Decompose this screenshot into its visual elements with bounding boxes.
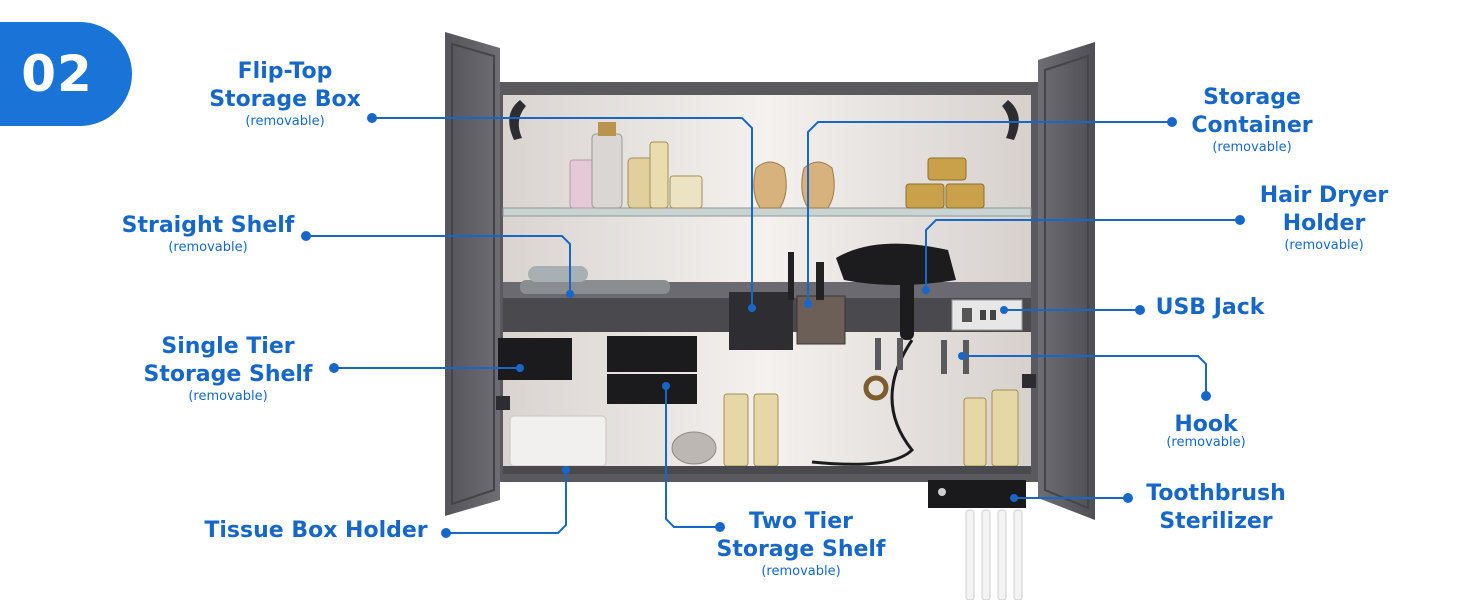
glass-shelf — [502, 207, 1032, 217]
leader-dot-straight-shelf — [566, 290, 574, 298]
label-title: Flip-Top Storage Box — [209, 59, 361, 112]
callout-lines — [306, 117, 1240, 534]
leader-dot-hair-dryer — [1235, 215, 1245, 225]
leader-dot-storage-container — [1167, 117, 1177, 127]
label-two-tier-storage-shelf: Two Tier Storage Shelf (removable) — [706, 508, 896, 580]
label-straight-shelf: Straight Shelf (removable) — [112, 212, 304, 256]
label-title: Hair Dryer Holder — [1259, 183, 1389, 236]
label-title: Single Tier Storage Shelf — [143, 334, 313, 387]
removable-note: (removable) — [761, 564, 841, 579]
step-badge: 02 — [0, 22, 132, 126]
label-single-tier-storage-shelf: Single Tier Storage Shelf (removable) — [130, 333, 326, 405]
leader-dot-single-tier — [329, 363, 339, 373]
label-title: USB Jack — [1155, 295, 1265, 320]
removable-note: (removable) — [1212, 140, 1292, 155]
two-tier-shelf — [607, 336, 697, 372]
leader-dot-tissue-box — [562, 466, 570, 474]
leader-line-hook — [962, 355, 1207, 396]
tissue-box — [509, 415, 607, 467]
leader-line-straight-shelf — [306, 235, 571, 294]
hair-dryer — [836, 243, 956, 285]
label-flip-top-storage-box: Flip-Top Storage Box (removable) — [205, 58, 365, 130]
removable-note: (removable) — [1166, 435, 1246, 450]
leader-dot-usb-jack — [1000, 306, 1008, 314]
label-hair-dryer-holder: Hair Dryer Holder (removable) — [1244, 182, 1404, 254]
leader-dot-usb-jack — [1135, 305, 1145, 315]
leader-dot-tissue-box — [441, 528, 451, 538]
leader-line-tissue-box — [446, 470, 567, 534]
label-title: Storage Container — [1191, 85, 1313, 138]
leader-dot-storage-container — [804, 300, 812, 308]
removable-note: (removable) — [168, 240, 248, 255]
single-tier-shelf — [498, 338, 572, 380]
label-usb-jack: USB Jack — [1152, 294, 1268, 322]
label-title: Straight Shelf — [121, 213, 295, 238]
removable-note: (removable) — [188, 389, 268, 404]
leader-dot-flip-top — [748, 304, 756, 312]
label-tissue-box-holder: Tissue Box Holder — [196, 517, 436, 545]
label-title: Two Tier Storage Shelf — [716, 509, 886, 562]
label-storage-container: Storage Container (removable) — [1172, 84, 1332, 156]
hooks — [875, 338, 969, 374]
leader-line-flip-top — [372, 117, 753, 308]
callout-dots — [301, 113, 1245, 538]
removable-note: (removable) — [1284, 238, 1364, 253]
label-toothbrush-sterilizer: Toothbrush Sterilizer — [1134, 480, 1298, 536]
label-hook: Hook (removable) — [1156, 411, 1256, 451]
leader-dot-hook — [1201, 391, 1211, 401]
leader-dot-two-tier — [662, 382, 670, 390]
leader-dot-toothbrush — [1123, 493, 1133, 503]
label-title: Toothbrush Sterilizer — [1146, 481, 1286, 534]
flip-top-box — [729, 292, 793, 350]
leader-dot-two-tier — [715, 522, 725, 532]
leader-dot-hook — [958, 352, 966, 360]
label-title: Tissue Box Holder — [204, 518, 428, 543]
leader-dot-toothbrush — [1010, 494, 1018, 502]
left-door — [445, 32, 500, 516]
leader-line-two-tier — [665, 386, 720, 528]
leader-line-storage-container — [807, 121, 1172, 304]
top-shelf-bottles — [569, 122, 985, 209]
leader-line-hair-dryer — [925, 219, 1240, 290]
right-door — [1038, 42, 1095, 520]
leader-dot-hair-dryer — [922, 286, 930, 294]
leader-dot-flip-top — [367, 113, 377, 123]
label-title: Hook — [1174, 412, 1238, 437]
removable-note: (removable) — [245, 114, 325, 129]
leader-dot-straight-shelf — [301, 231, 311, 241]
step-number: 02 — [21, 45, 93, 103]
leader-dot-single-tier — [516, 364, 524, 372]
